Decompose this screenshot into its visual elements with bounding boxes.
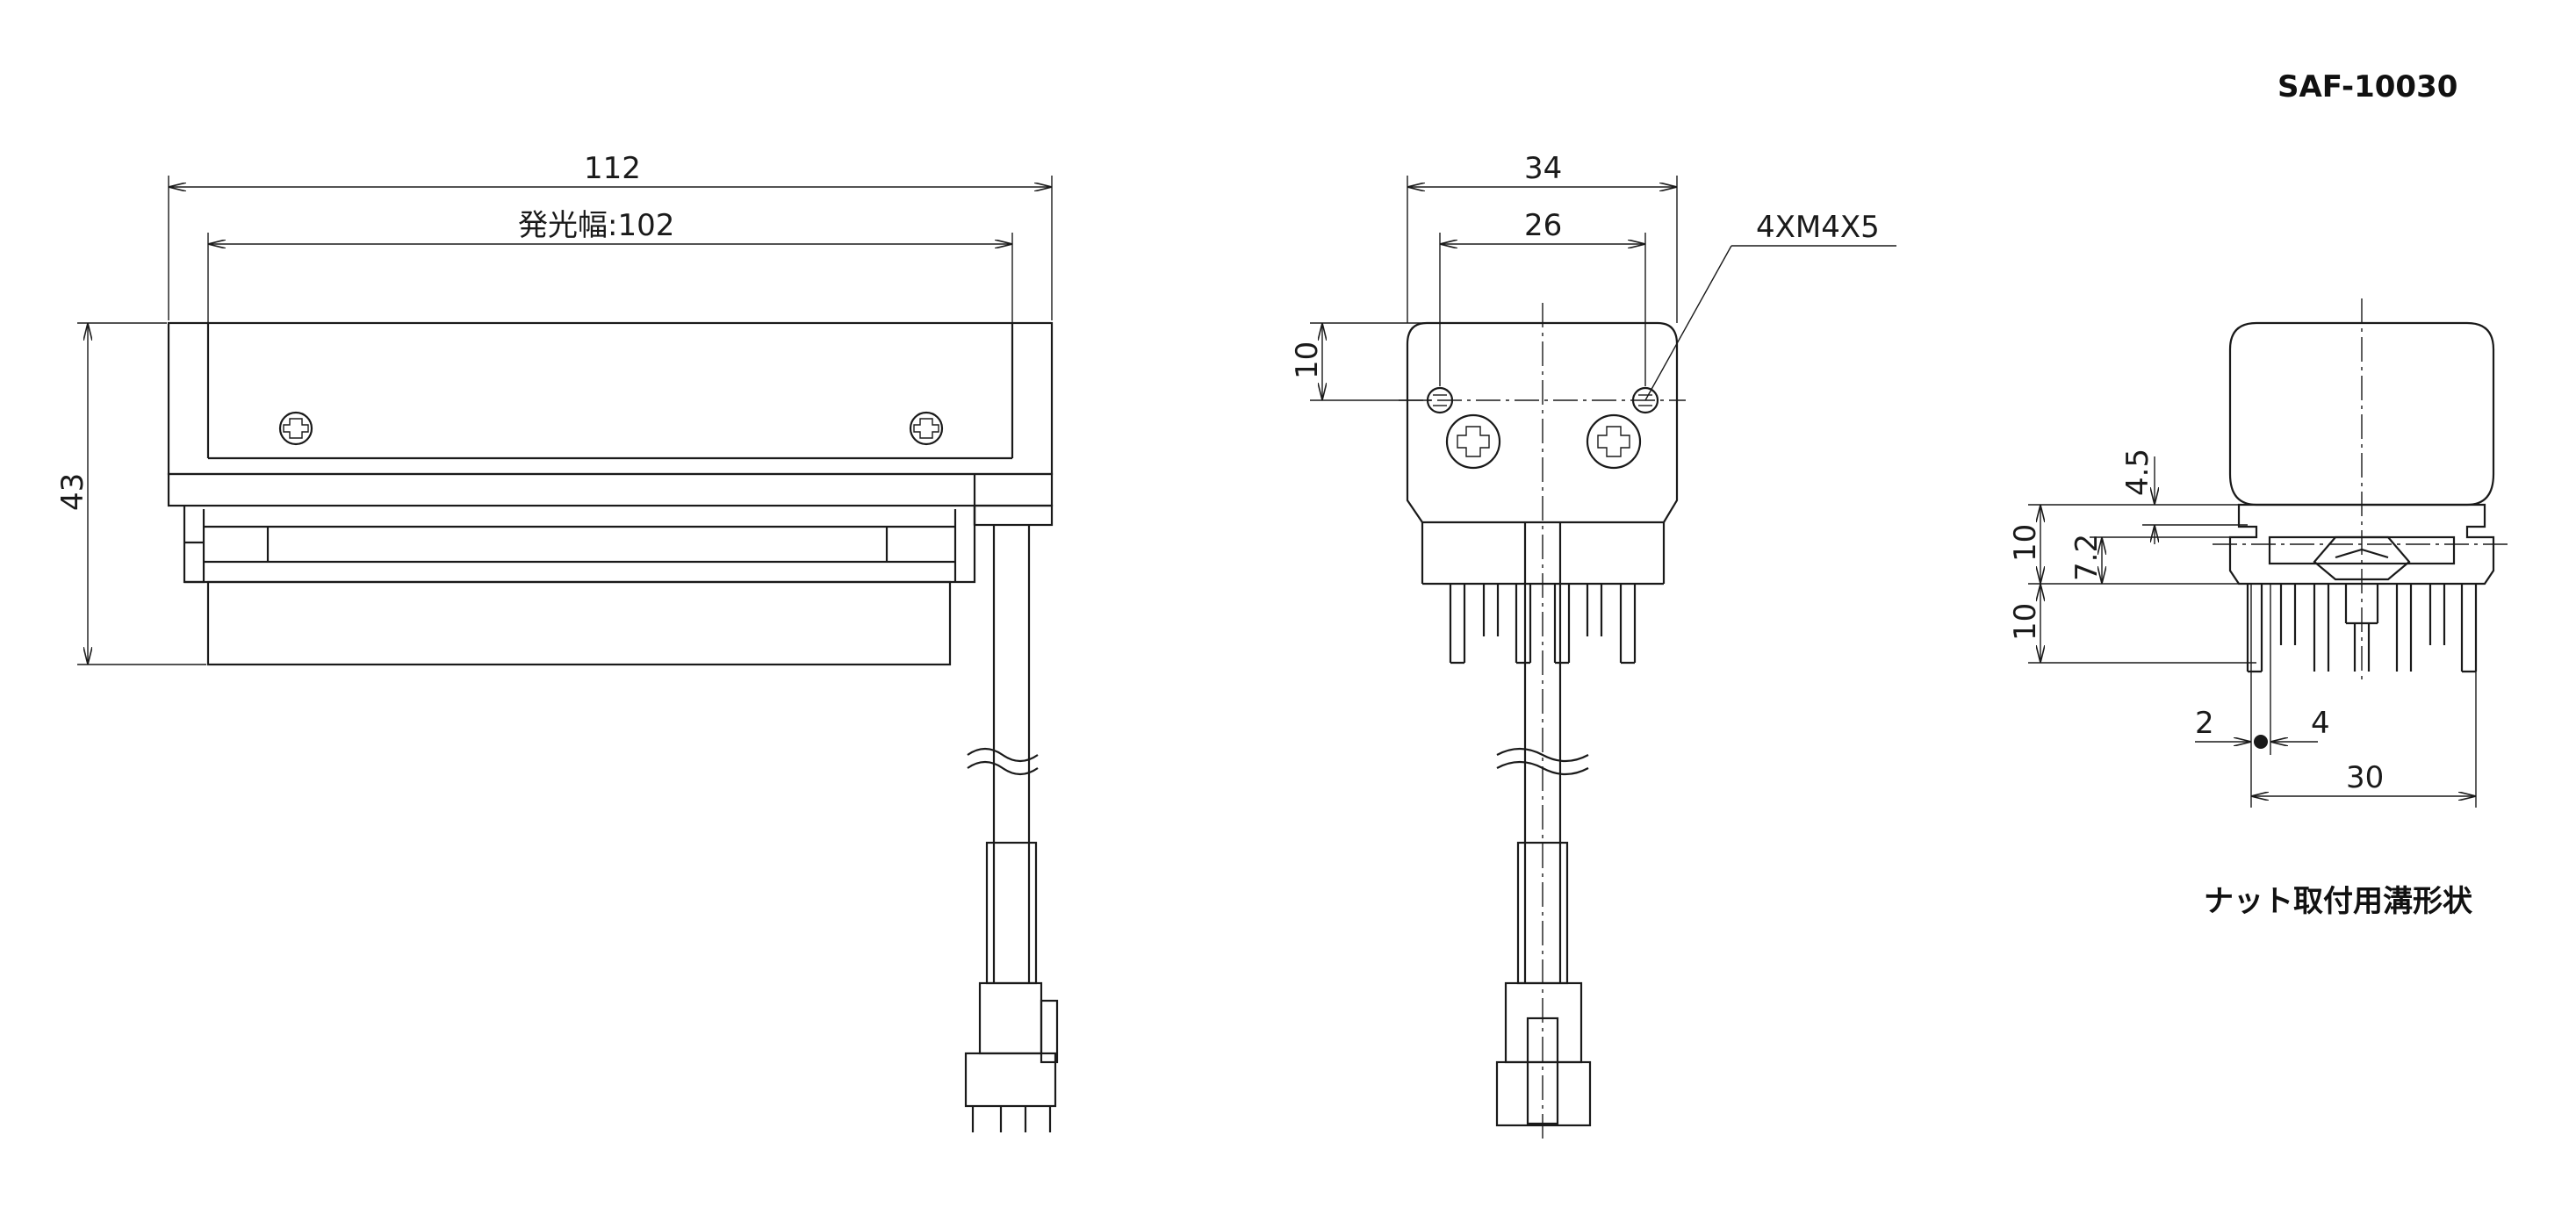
dim-10-a: 10 [2008,524,2043,562]
dim-10-b: 10 [2008,603,2043,641]
model-label: SAF-10030 [2277,69,2457,104]
dim-screw-note: 4XM4X5 [1756,210,1880,245]
dim-hole-offset: 10 [1290,341,1325,379]
groove-view: 4.5 7.2 10 10 2 4 30 ナット取付用溝形状 [2008,298,2511,919]
dim-height: 43 [55,473,90,511]
dim-dot [2254,735,2268,749]
side-view: 34 26 10 4XM4X5 [1290,151,1896,1141]
screw-icon [1586,413,1642,470]
dim-2: 2 [2195,706,2214,741]
dim-7-2: 7.2 [2069,534,2105,581]
screw-icon [1445,413,1501,470]
dim-emission-width: 発光幅:102 [518,208,674,243]
screw-icon [278,411,313,446]
screw-icon [909,411,944,446]
groove-caption: ナット取付用溝形状 [2204,884,2473,919]
dim-width: 34 [1524,151,1562,186]
dim-overall-width: 112 [584,151,641,186]
dim-4-5: 4.5 [2120,449,2155,496]
front-view: 112 発光幅:102 43 [55,151,1059,1132]
dim-hole-pitch: 26 [1524,208,1562,243]
dim-30: 30 [2346,760,2384,795]
dim-4: 4 [2311,706,2330,741]
